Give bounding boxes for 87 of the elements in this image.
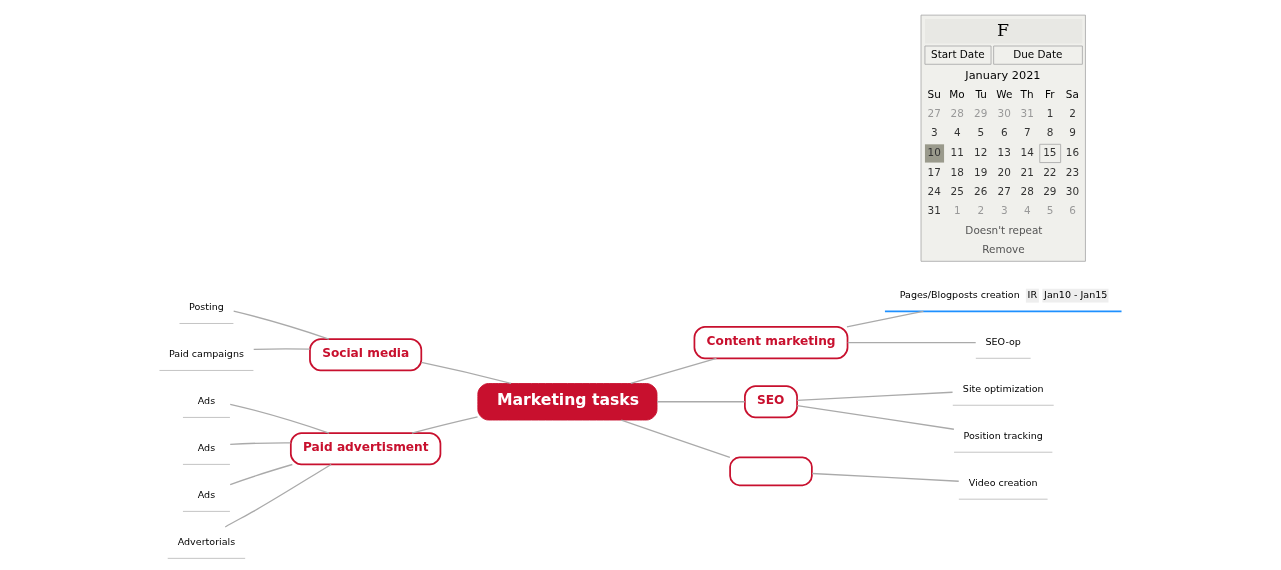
label: 30 xyxy=(1065,185,1080,198)
label: 15 xyxy=(1043,146,1057,159)
label: Due Date xyxy=(1013,47,1063,60)
node-box: Paid advertisment xyxy=(289,432,442,466)
label: Sa xyxy=(1065,87,1079,100)
node-box xyxy=(729,456,813,487)
connector xyxy=(411,416,479,434)
connector xyxy=(229,442,292,446)
label: 29 xyxy=(1043,185,1057,198)
label: 27 xyxy=(997,185,1011,198)
label: 21 xyxy=(1020,166,1034,179)
label: 20 xyxy=(997,166,1011,179)
label: 14 xyxy=(1020,146,1034,159)
connector xyxy=(811,472,960,482)
node-text: Paid campaigns xyxy=(168,348,244,360)
connector xyxy=(229,403,330,434)
node-box: SEO xyxy=(744,385,798,419)
label: 22 xyxy=(1043,166,1057,179)
node-text: Site optimization xyxy=(962,383,1044,395)
label: 29 xyxy=(974,106,988,119)
connector xyxy=(796,391,954,402)
label: Th xyxy=(1020,87,1034,100)
label: 30 xyxy=(997,106,1011,119)
label: 6 xyxy=(1069,204,1076,217)
label: 18 xyxy=(950,166,964,179)
node-text: SEO-op xyxy=(985,336,1021,348)
node-text: Advertorials xyxy=(177,536,236,548)
label: Su xyxy=(927,87,941,100)
label: 2 xyxy=(977,204,985,217)
node-text: Ads xyxy=(197,442,216,454)
label: 2 xyxy=(1069,106,1076,119)
connector xyxy=(630,357,718,385)
label: 1 xyxy=(1046,106,1054,119)
connector xyxy=(233,310,330,340)
node-box: Content marketing xyxy=(693,326,849,360)
label: 4 xyxy=(954,126,961,139)
label: 28 xyxy=(950,106,964,119)
label: 7 xyxy=(1024,126,1031,139)
node-text: Posting xyxy=(189,301,224,313)
node-box: Social media xyxy=(309,338,423,372)
label: F xyxy=(997,19,1010,40)
connector xyxy=(847,342,977,344)
node-box: Marketing tasks xyxy=(477,383,658,421)
node-text: Video creation xyxy=(968,476,1038,488)
label: 19 xyxy=(974,166,988,179)
label: 5 xyxy=(1046,204,1054,217)
label: Remove xyxy=(982,242,1025,255)
node-text: Ads xyxy=(197,395,216,407)
label: We xyxy=(996,87,1013,100)
connector xyxy=(224,463,332,528)
connector xyxy=(796,404,955,430)
label: 10 xyxy=(927,146,941,159)
label: 31 xyxy=(927,204,941,217)
label: Start Date xyxy=(931,47,985,60)
label: 4 xyxy=(1024,204,1031,217)
connector xyxy=(656,401,746,403)
connector xyxy=(253,348,311,351)
label: 1 xyxy=(954,204,961,217)
label: Fr xyxy=(1044,87,1055,100)
label: Tu xyxy=(975,87,987,100)
label: 31 xyxy=(1020,106,1034,119)
label: 11 xyxy=(950,146,964,159)
node-text: Ads xyxy=(197,489,216,501)
label: 17 xyxy=(927,166,941,179)
label: 13 xyxy=(997,146,1011,159)
label: 8 xyxy=(1046,126,1054,139)
label: Doesn't repeat xyxy=(965,223,1043,236)
label: January 2021 xyxy=(965,68,1041,82)
label: 24 xyxy=(927,185,941,198)
node-text: Position tracking xyxy=(963,430,1043,441)
label: Mo xyxy=(949,87,965,100)
label: 9 xyxy=(1069,126,1076,139)
label: 28 xyxy=(1020,185,1034,198)
label: 23 xyxy=(1065,166,1080,179)
connector xyxy=(846,310,925,328)
label: 25 xyxy=(950,185,964,198)
connector xyxy=(420,361,512,385)
label: 5 xyxy=(977,126,985,139)
label: 3 xyxy=(931,126,938,139)
label: 3 xyxy=(1001,204,1008,217)
label: 16 xyxy=(1065,146,1080,159)
label: 26 xyxy=(974,185,988,198)
label: 6 xyxy=(1001,126,1008,139)
connector xyxy=(620,419,731,459)
label: 12 xyxy=(974,146,988,159)
label: 27 xyxy=(927,106,941,119)
connector xyxy=(229,463,293,486)
